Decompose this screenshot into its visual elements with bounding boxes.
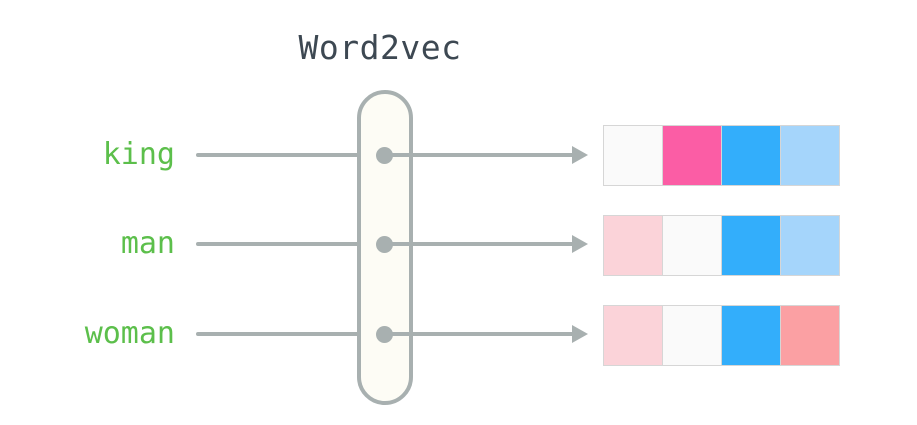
vector-cell-3 [781, 216, 839, 275]
vector-cell-1 [663, 216, 721, 275]
vector-cell-1 [663, 306, 721, 365]
vector-cell-0 [604, 306, 662, 365]
input-wire-king [196, 153, 385, 157]
output-wire-man [384, 242, 574, 246]
input-wire-woman [196, 332, 385, 336]
vector-cell-1 [663, 126, 721, 185]
arrow-head-icon-man [572, 235, 588, 253]
node-king [376, 147, 393, 164]
vector-cell-3 [781, 306, 839, 365]
vector-cell-3 [781, 126, 839, 185]
word-label-woman: woman [84, 316, 175, 351]
word-label-king: king [102, 137, 175, 172]
word-label-man: man [120, 226, 175, 261]
vector-cell-0 [604, 216, 662, 275]
embedding-vector-king [603, 125, 840, 186]
node-man [376, 236, 393, 253]
page-title: Word2vec [298, 28, 462, 67]
arrow-head-icon-king [572, 146, 588, 164]
vector-cell-0 [604, 126, 662, 185]
vector-cell-2 [722, 126, 780, 185]
embedding-vector-man [603, 215, 840, 276]
output-wire-king [384, 153, 574, 157]
arrow-head-icon-woman [572, 325, 588, 343]
output-wire-woman [384, 332, 574, 336]
vector-cell-2 [722, 216, 780, 275]
node-woman [376, 326, 393, 343]
embedding-vector-woman [603, 305, 840, 366]
vector-cell-2 [722, 306, 780, 365]
input-wire-man [196, 242, 385, 246]
